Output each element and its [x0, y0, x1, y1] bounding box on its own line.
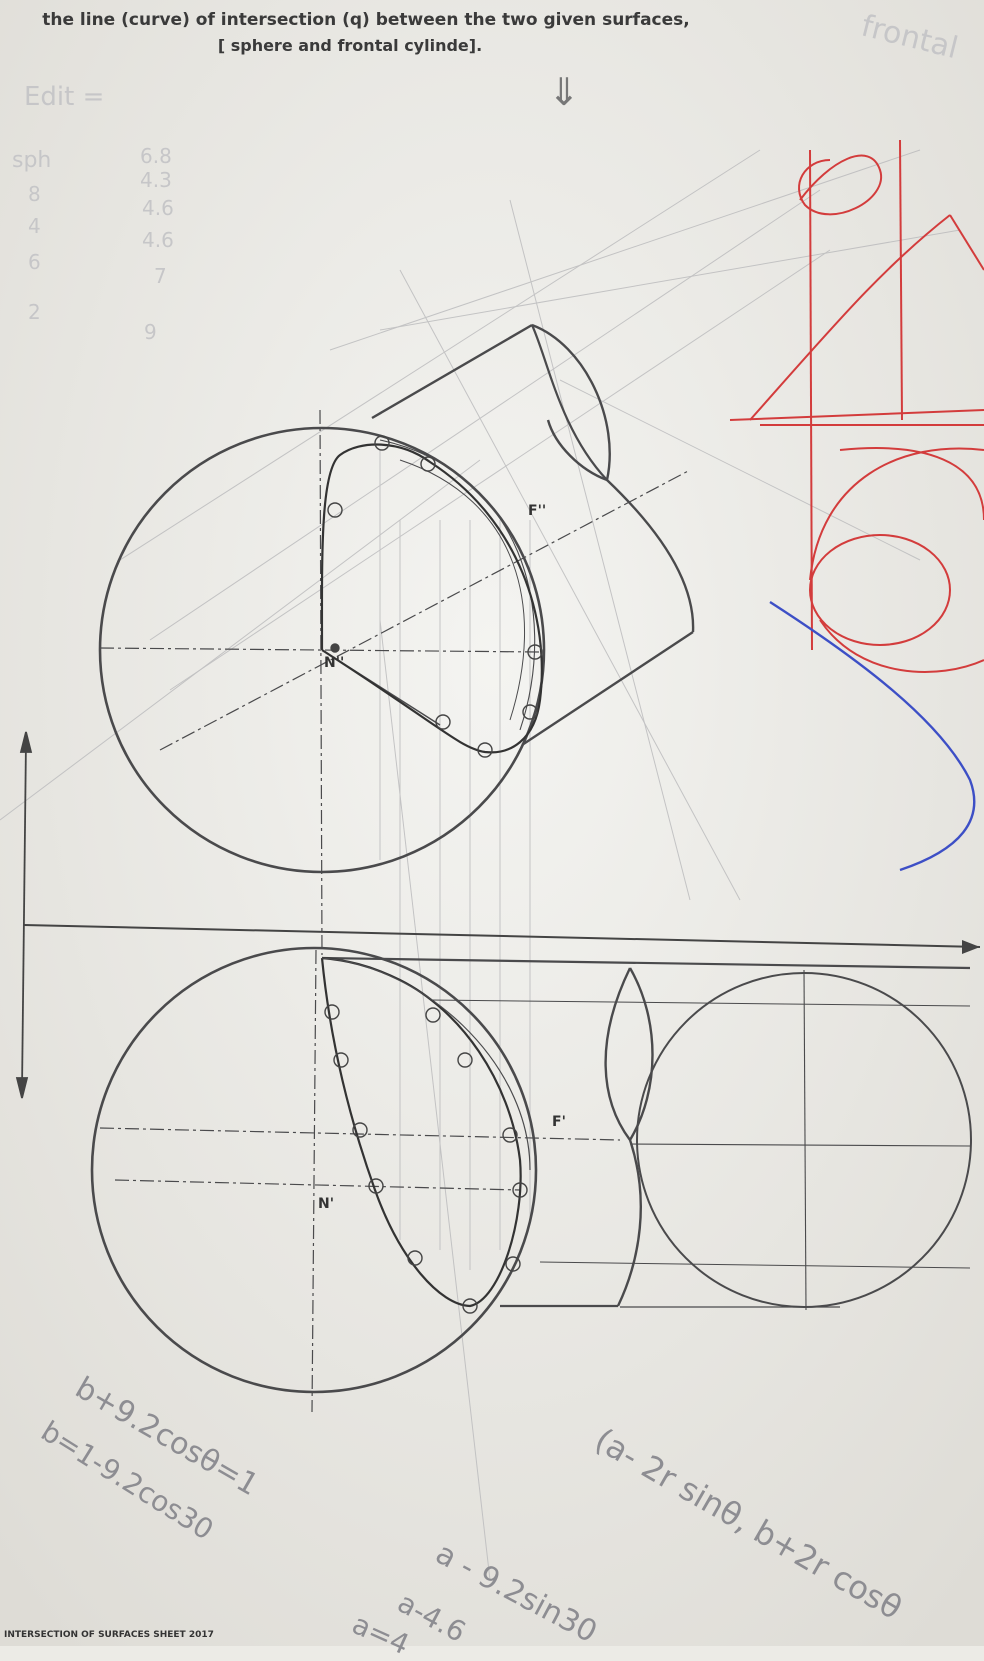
label-n-top: N' — [318, 1196, 335, 1212]
cylinder-end-face — [531, 323, 611, 482]
red-margin-sketch — [729, 139, 984, 673]
label-f-top: F' — [552, 1114, 566, 1130]
construction-lines — [0, 149, 961, 1581]
note-table-right-2: 4.6 — [142, 196, 174, 220]
cylinder-bottom-edge — [521, 630, 694, 747]
note-table-left-1: 4 — [28, 214, 41, 238]
note-edit: Edit = — [24, 82, 105, 112]
cylinder-top-upper — [321, 956, 971, 970]
cylinder-side-profile — [606, 479, 695, 633]
sphere-top-outline — [90, 946, 538, 1394]
sheet-footer: INTERSECTION OF SURFACES SHEET 2017 — [4, 1630, 214, 1640]
cylinder-top-edge — [371, 323, 533, 420]
note-table-left-3: 2 — [28, 300, 41, 324]
front-vertical-centerline — [319, 409, 323, 956]
ground-line-arrowhead — [962, 940, 980, 954]
sheet-title-line2: [ sphere and frontal cylinde]. — [217, 36, 483, 55]
note-table-right-0: 6.8 — [140, 144, 172, 168]
cylinder-end-visible — [530, 324, 608, 481]
front-view — [98, 323, 695, 956]
top-view — [90, 946, 972, 1413]
note-table-right-3: 4.6 — [142, 228, 174, 252]
note-sph: sph — [12, 148, 52, 173]
note-table-right-5: 9 — [144, 320, 157, 344]
intersection-curve-front — [320, 443, 543, 754]
front-curve-points — [327, 435, 543, 758]
left-double-arrow — [15, 731, 33, 1099]
label-f-front: F'' — [528, 503, 547, 519]
note-table-right-1: 4.3 — [140, 168, 172, 192]
front-horizontal-centerline — [99, 647, 541, 653]
top-curve-points — [324, 1004, 528, 1314]
ground-line — [23, 924, 981, 948]
blue-margin-curve — [769, 600, 976, 872]
down-arrow-icon: ⇓ — [548, 70, 580, 114]
note-table-left-0: 8 — [28, 182, 41, 206]
sheet-title-line1: the line (curve) of intersection (q) bet… — [42, 10, 690, 30]
label-n-front: N'' — [324, 655, 345, 671]
note-table-left-2: 6 — [28, 250, 41, 274]
note-table-right-4: 7 — [154, 264, 167, 288]
